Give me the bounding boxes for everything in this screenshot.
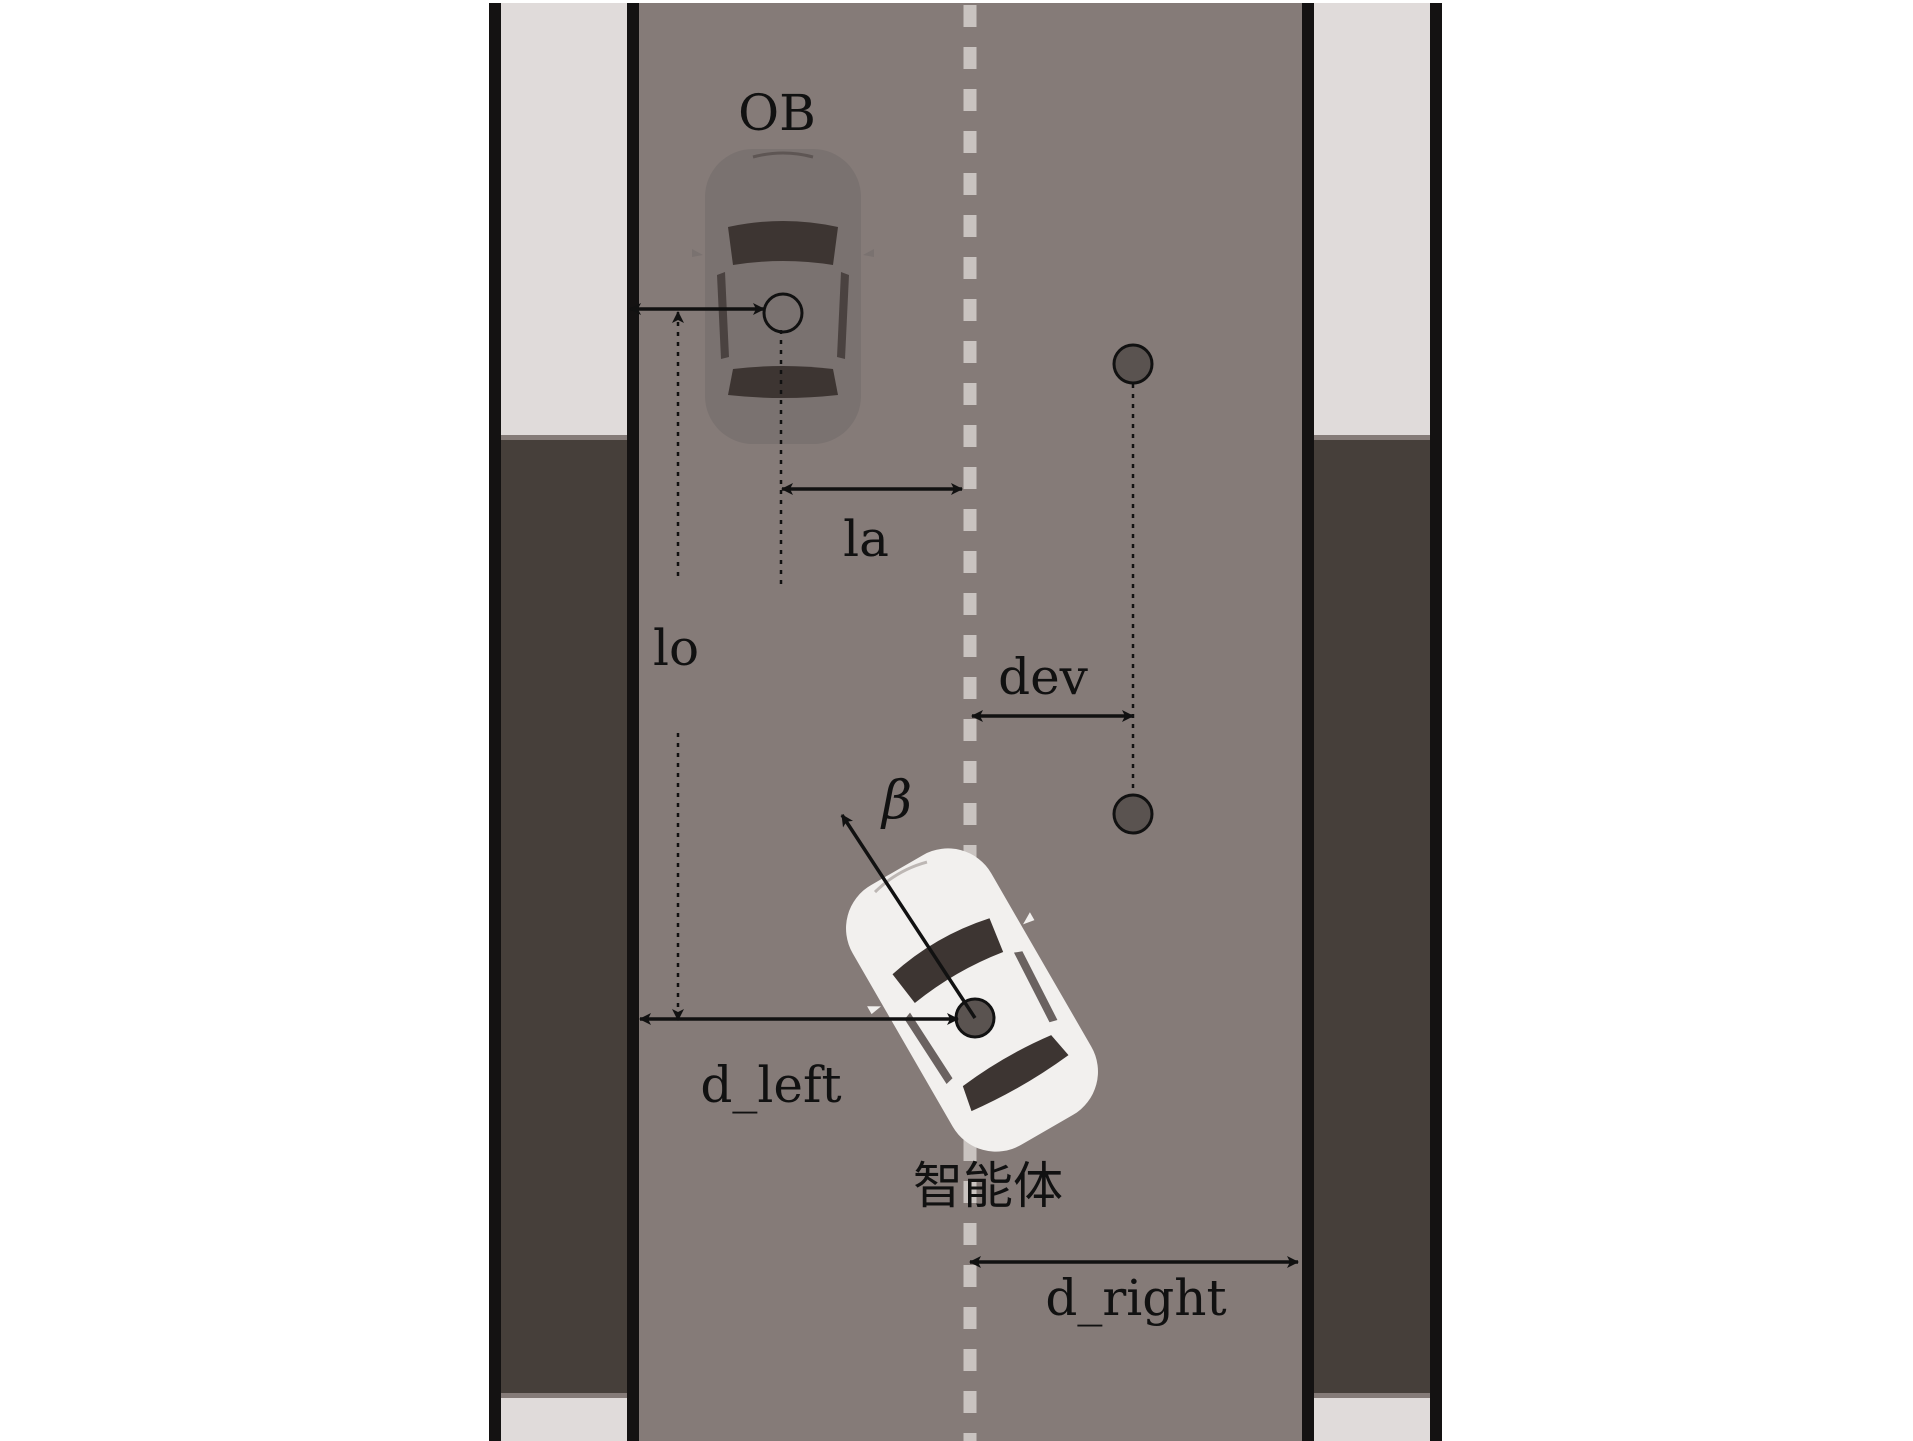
label-lo: lo — [653, 619, 699, 677]
right-border-dark — [1312, 440, 1440, 1393]
label-beta: β — [880, 771, 912, 831]
reference-point-top — [1112, 343, 1154, 385]
left-border-dark — [490, 440, 628, 1393]
left-road-edge-line — [627, 3, 639, 1441]
label-d-right: d_right — [1045, 1269, 1226, 1327]
right-outer-line — [1430, 3, 1442, 1441]
label-d-left: d_left — [700, 1056, 841, 1114]
left-outer-line — [489, 3, 501, 1441]
left-border-light-bottom — [490, 1398, 628, 1441]
right-road-edge-line — [1302, 3, 1314, 1441]
label-ob: OB — [738, 84, 816, 142]
label-agent: 智能体 — [913, 1157, 1063, 1215]
reference-point-bottom — [1112, 793, 1154, 835]
label-dev: dev — [998, 648, 1089, 706]
obstacle-center-marker — [762, 292, 804, 334]
left-border-light-top — [490, 3, 628, 435]
heading-vector-arrow — [840, 814, 977, 1019]
label-la: la — [843, 510, 889, 568]
right-border-light-bottom — [1312, 1398, 1440, 1441]
right-border-light-top — [1312, 3, 1440, 435]
